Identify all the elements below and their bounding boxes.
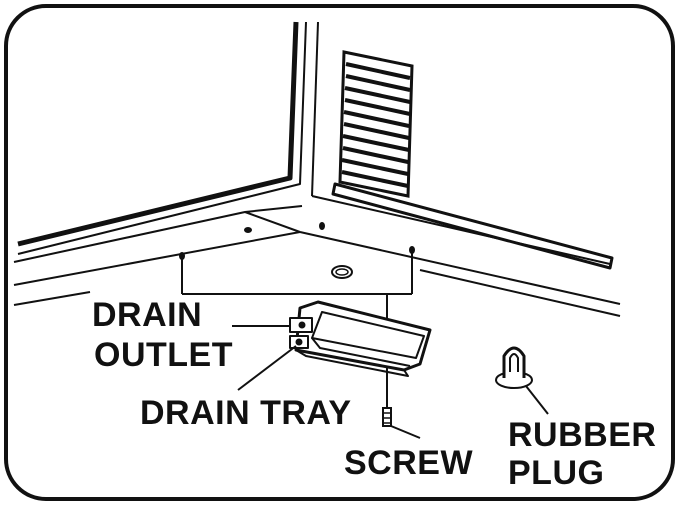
left-wall-edge (17, 21, 299, 247)
center-seam (311, 21, 319, 197)
drain-hole (331, 265, 353, 279)
bottom-panel-far-edge (13, 291, 91, 306)
label-rubber-plug-line1: RUBBER (508, 416, 656, 454)
mounting-holes (179, 222, 415, 260)
vent-grille-outline (338, 50, 414, 198)
bottom-panel-far-edge-right (419, 269, 621, 317)
left-wall-inner (17, 21, 307, 255)
hole-screw-left (179, 252, 185, 260)
leader-drain-tray (237, 345, 297, 391)
hole-left (244, 227, 252, 233)
right-wall-groove (331, 182, 614, 270)
label-rubber-plug-line2: PLUG (508, 454, 604, 492)
screw-icon (382, 407, 421, 439)
label-screw: SCREW (344, 444, 473, 482)
bottom-panel-right-edge (299, 231, 621, 305)
label-drain-tray: DRAIN TRAY (140, 394, 352, 432)
hole-center (319, 222, 325, 230)
rubber-plug-icon (495, 346, 549, 415)
vent-louvers (341, 62, 411, 188)
right-wall-top (311, 195, 611, 265)
hole-screw-right (409, 246, 415, 254)
unit-housing (13, 21, 621, 317)
bottom-panel-left-edge (13, 231, 301, 286)
label-drain-outlet-line2: OUTLET (94, 336, 233, 374)
drain-tray-side (295, 349, 409, 377)
leader-lines (232, 325, 297, 391)
label-drain-outlet-line1: DRAIN (92, 296, 202, 334)
bottom-panel-ridge (244, 211, 301, 233)
drain-tray-lip (311, 337, 411, 367)
vent-grille (338, 50, 414, 198)
drain-tray-icon (289, 300, 432, 377)
drain-tray-inner (311, 311, 425, 359)
drain-hole-inner (335, 268, 349, 276)
